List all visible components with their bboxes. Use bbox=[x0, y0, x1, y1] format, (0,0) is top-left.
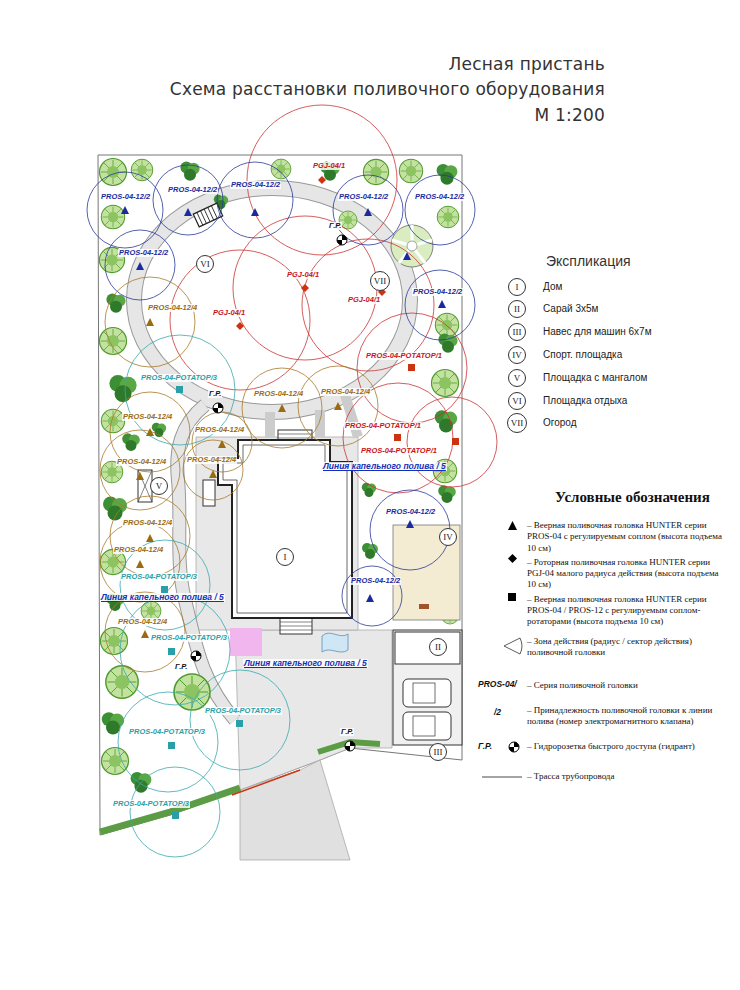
label-text: Площадка с мангалом bbox=[543, 372, 647, 383]
label-text: PROS-04-РОТАТОР/3 bbox=[150, 634, 228, 642]
label-text: Навес для машин 6х7м bbox=[543, 326, 652, 337]
label-text: PROS-04-12/4 bbox=[147, 304, 198, 312]
title-text: Лесная пристань bbox=[448, 55, 605, 74]
numeral-circle: I bbox=[508, 278, 526, 296]
numeral-circle: III bbox=[429, 743, 447, 761]
label-text: PROS-04-12/2 bbox=[414, 193, 465, 201]
label-text: PROS-04-РОТАТОР/3 bbox=[120, 573, 198, 581]
label-text: PROS-04-РОТАТОР/3 bbox=[128, 728, 206, 736]
numeral-circle: V bbox=[150, 477, 168, 495]
label-text: PROS-04-12/4 bbox=[122, 519, 173, 527]
label-text: PGJ-04/1 bbox=[212, 309, 246, 317]
numeral-text: II bbox=[514, 305, 520, 314]
numeral-text: III bbox=[434, 748, 443, 757]
label-text: PROS-04-12/4 bbox=[122, 413, 173, 421]
label-text: PROS-04-12/2 bbox=[350, 577, 401, 585]
numeral-circle: VII bbox=[370, 271, 390, 291]
label-text: PROS-04-12/4 bbox=[113, 546, 164, 554]
label-text: Площадка отдыха bbox=[543, 395, 627, 406]
label-text: /2 bbox=[494, 708, 501, 717]
label-text: Линия капельного полива / 5 bbox=[243, 659, 368, 668]
label-text: Дом bbox=[543, 281, 562, 292]
numeral-circle: VII bbox=[507, 413, 527, 433]
label-text: Сарай 3х5м bbox=[543, 303, 598, 314]
label-text: Г.Р. bbox=[174, 663, 188, 671]
label-text: PROS-04-12/4 bbox=[117, 618, 168, 626]
label-text: Линия капельного полива / 5 bbox=[100, 593, 225, 602]
label-text: PROS-04-12/4 bbox=[194, 426, 245, 434]
label-text: PROS-04-12/4 bbox=[116, 458, 167, 466]
label-text: PROS-04-РОТАТОР/1 bbox=[360, 447, 438, 455]
label-text: PROS-04-РОТАТОР/3 bbox=[112, 800, 190, 808]
numeral-text: I bbox=[516, 283, 519, 292]
label-text: PROS-04-12/2 bbox=[167, 186, 218, 194]
numeral-text: VI bbox=[512, 397, 522, 406]
label-text: PROS-04-12/2 bbox=[118, 249, 169, 257]
numeral-circle: IV bbox=[508, 346, 526, 364]
label-text: PROS-04-12/2 bbox=[100, 193, 151, 201]
label-text: PROS-04/ bbox=[478, 680, 517, 689]
label-text: Схема расстановки поливочного оборудован… bbox=[170, 80, 605, 99]
numeral-text: VII bbox=[511, 419, 524, 428]
numeral-circle: III bbox=[508, 323, 526, 341]
label-text: Условные обозначения bbox=[555, 489, 710, 506]
label-text: PROS-04-12/4 bbox=[320, 388, 371, 396]
label-text: Линия капельного полива / 5 bbox=[322, 462, 447, 471]
numeral-text: IV bbox=[443, 533, 453, 542]
label-text: Огород bbox=[543, 417, 577, 428]
numeral-circle: VI bbox=[508, 392, 526, 410]
label-text: Г.Р. bbox=[340, 728, 354, 736]
label-text: PROS-04-РОТАТОР/1 bbox=[344, 422, 422, 430]
legend-text: – Роторная поливочная головка HUNTER сер… bbox=[527, 557, 727, 591]
label-text: PROS-04-12/4 bbox=[186, 456, 237, 464]
numeral-circle: II bbox=[508, 300, 526, 318]
label-text: М 1:200 bbox=[535, 106, 605, 125]
label-text: Экспликация bbox=[546, 254, 631, 269]
numeral-circle: VI bbox=[196, 255, 214, 273]
label-text: PROS-04-РОТАТОР/3 bbox=[204, 707, 282, 715]
numeral-text: VI bbox=[200, 260, 210, 269]
legend-text: – Трасса трубопровода bbox=[527, 771, 727, 782]
numeral-circle: I bbox=[276, 548, 294, 566]
label-text: PROS-04-РОТАТОР/1 bbox=[365, 352, 443, 360]
label-text: PROS-04-12/2 bbox=[230, 181, 281, 189]
numeral-text: V bbox=[514, 374, 521, 383]
label-text: PGJ-04/1 bbox=[347, 296, 381, 304]
numeral-text: I bbox=[284, 553, 287, 562]
numeral-circle: IV bbox=[439, 528, 457, 546]
label-text: Спорт. площадка bbox=[543, 349, 622, 360]
legend-text: – Зона действия (радиус / сектор действи… bbox=[527, 636, 727, 659]
numeral-text: IV bbox=[512, 351, 522, 360]
numeral-text: II bbox=[435, 643, 441, 652]
label-text: PROS-04-12/4 bbox=[253, 390, 304, 398]
label-text: PROS-04-12/2 bbox=[412, 288, 463, 296]
legend-text: – Гидророзетка быстрого доступа (гидрант… bbox=[527, 741, 727, 752]
legend-text: – Принадлежность поливочной головки к ли… bbox=[527, 705, 727, 728]
numeral-circle: V bbox=[508, 369, 526, 387]
label-text: Г.Р. bbox=[328, 222, 342, 230]
legend-text: – Веерная поливочная головка HUNTER сери… bbox=[527, 520, 727, 554]
numeral-text: V bbox=[156, 482, 163, 491]
label-text: PROS-04-12/2 bbox=[338, 193, 389, 201]
label-text: PGJ-04/1 bbox=[286, 271, 320, 279]
label-text: PROS-04-12/2 bbox=[385, 508, 436, 516]
numeral-text: VII bbox=[374, 277, 387, 286]
label-text: PROS-04-РОТАТОР/3 bbox=[140, 374, 218, 382]
numeral-text: III bbox=[513, 328, 522, 337]
label-text: PGJ-04/1 bbox=[312, 162, 346, 170]
legend-text: – Веерная поливочная головка HUNTER сери… bbox=[527, 594, 727, 628]
label-text: Г.Р. bbox=[208, 390, 222, 398]
numeral-circle: II bbox=[429, 638, 447, 656]
legend-text: – Серия поливочной головки bbox=[527, 680, 727, 691]
label-text: Г.Р. bbox=[478, 742, 492, 751]
